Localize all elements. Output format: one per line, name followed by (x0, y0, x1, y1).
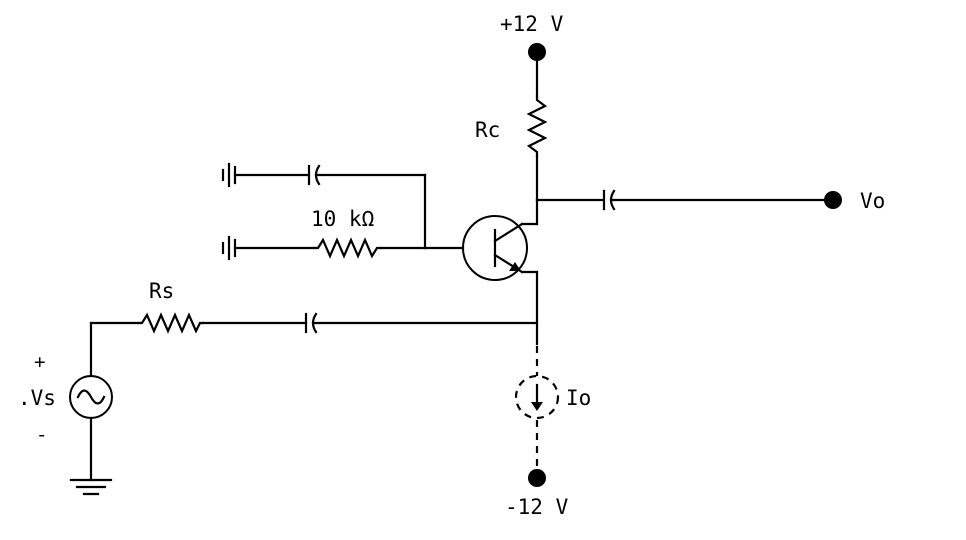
vminus-terminal (528, 469, 546, 487)
vs-label: .Vs (18, 386, 56, 410)
rc-resistor (526, 94, 548, 202)
rb-label: 10 kΩ (311, 207, 374, 231)
vminus-label: -12 V (505, 495, 569, 519)
rc-label: Rc (475, 118, 500, 142)
input-coupling-capacitor (201, 312, 539, 334)
io-label: Io (566, 386, 591, 410)
output-coupling-capacitor (535, 189, 835, 211)
vo-terminal (824, 191, 842, 209)
npn-transistor (462, 198, 539, 281)
base-resistor-10k (221, 235, 427, 261)
vplus-terminal (528, 43, 546, 98)
vs-plus-label: + (34, 351, 45, 373)
vplus-label: +12 V (500, 12, 564, 36)
rs-label: Rs (149, 279, 174, 303)
current-source-io (514, 346, 560, 468)
vs-source (69, 321, 113, 482)
vo-label: Vo (860, 189, 885, 213)
vs-minus-label: - (36, 424, 47, 446)
ground-icon-source (69, 478, 113, 496)
rs-resistor (89, 312, 205, 334)
base-bypass-capacitor (221, 162, 427, 250)
